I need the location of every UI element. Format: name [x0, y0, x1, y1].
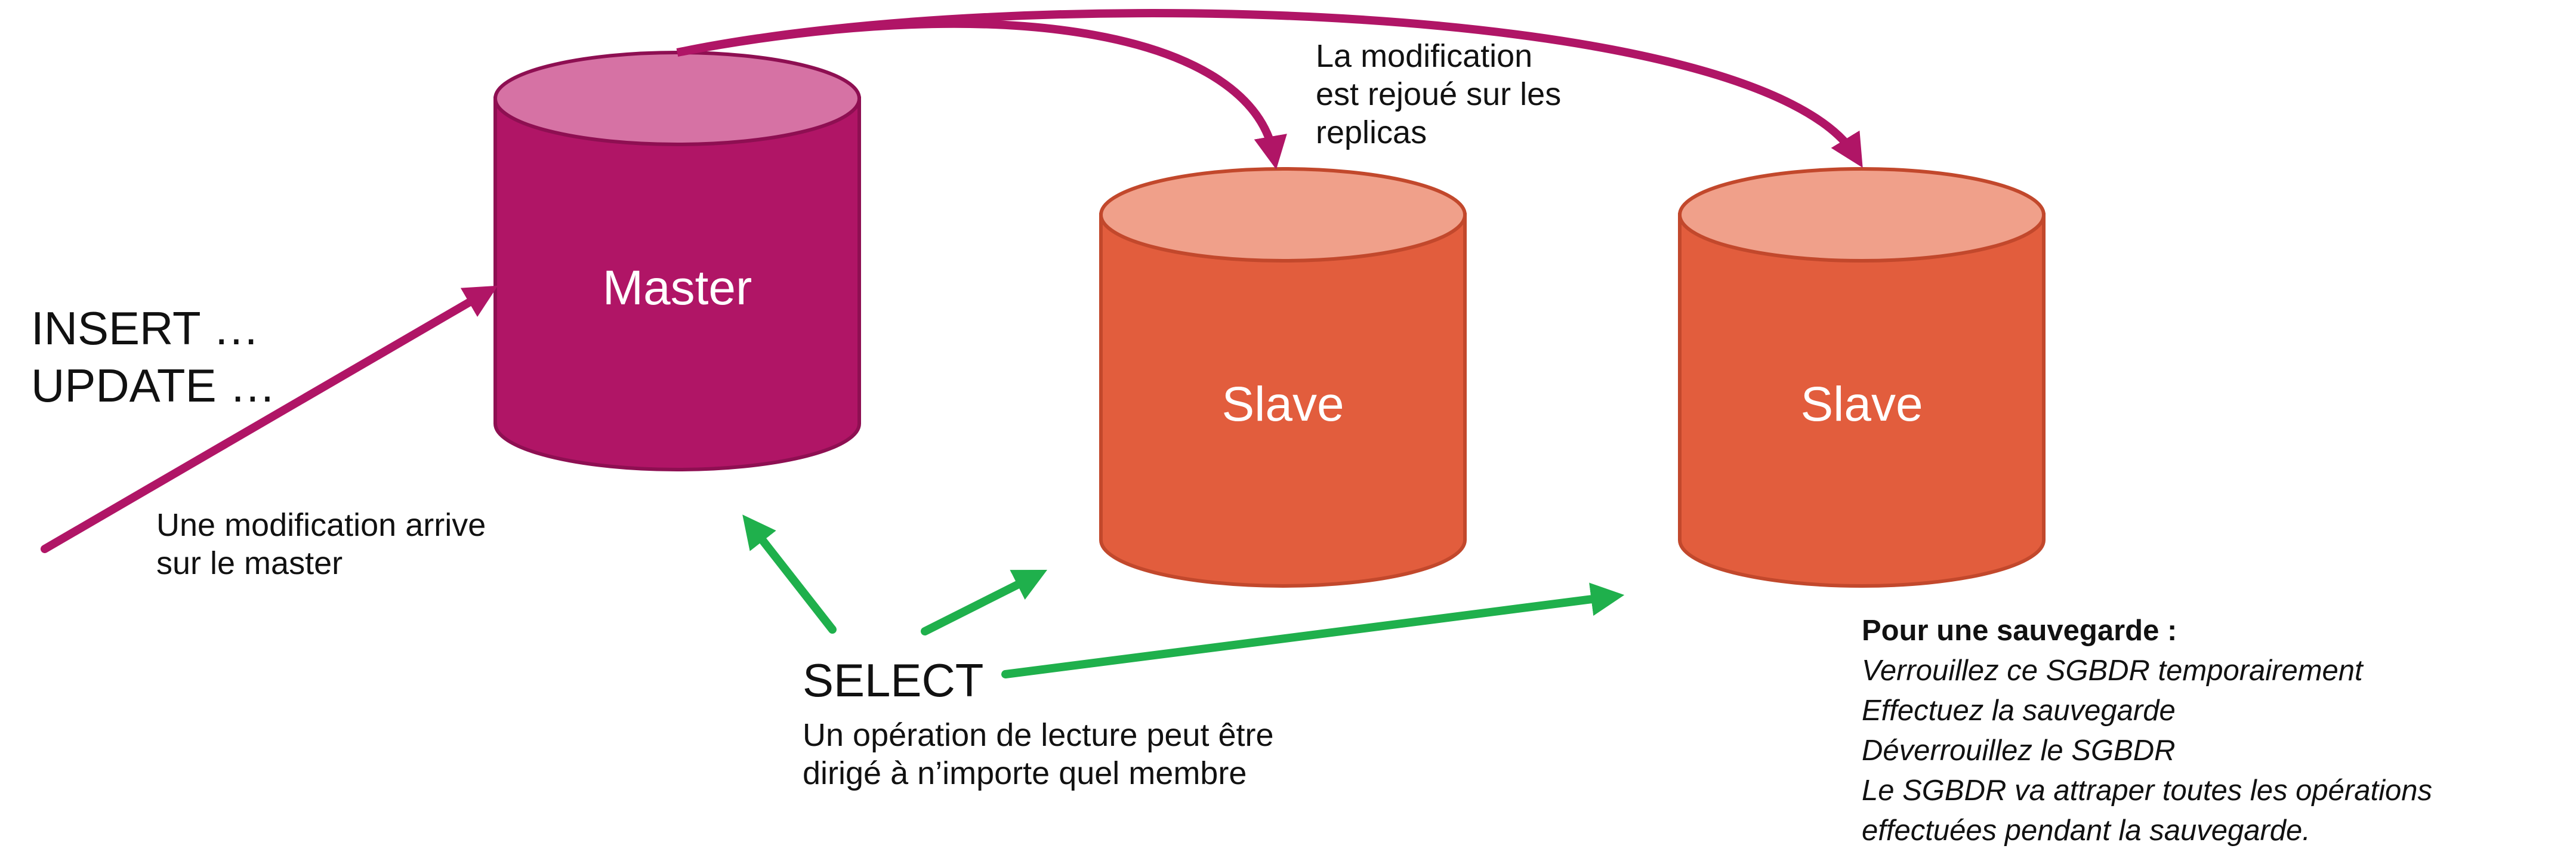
- backup-step: effectuées pendant la sauvegarde.: [1862, 814, 2310, 847]
- backup-title: Pour une sauvegarde :: [1862, 615, 2177, 647]
- slave-1-body: [1099, 213, 1467, 588]
- master-database: Master: [493, 51, 861, 471]
- slave-1-top: [1099, 167, 1467, 263]
- backup-step: Verrouillez ce SGBDR temporairement: [1862, 655, 2363, 687]
- read-command: SELECT: [803, 654, 984, 706]
- read-arrow-slave-2: [1001, 582, 1625, 678]
- slave-database-1: Slave: [1099, 167, 1467, 588]
- backup-step: Effectuez la sauvegarde: [1862, 695, 2176, 727]
- write-arrow: [41, 285, 498, 553]
- slave-database-2: Slave: [1678, 167, 2046, 588]
- slave-2-body: [1678, 213, 2046, 588]
- replication-caption: La modification est rejoué sur les repli…: [1316, 38, 1562, 150]
- backup-step: Déverrouillez le SGBDR: [1862, 735, 2176, 767]
- slave-1-label: Slave: [1221, 377, 1344, 431]
- read-arrow-master: [742, 514, 837, 634]
- read-arrow-slave-1: [921, 569, 1048, 635]
- master-top: [493, 51, 861, 146]
- backup-note: Pour une sauvegarde : Verrouillez ce SGB…: [1862, 611, 2432, 851]
- write-commands: INSERT … UPDATE …: [31, 300, 276, 414]
- slave-2-top: [1678, 167, 2046, 263]
- slave-2-label: Slave: [1800, 377, 1923, 431]
- master-label: Master: [603, 261, 752, 315]
- replication-arrow-slave-2: [676, 9, 1863, 168]
- write-command-insert: INSERT …: [31, 302, 260, 354]
- read-caption: Un opération de lecture peut être dirigé…: [803, 717, 1274, 791]
- master-body: [493, 97, 861, 471]
- write-command-update: UPDATE …: [31, 359, 276, 412]
- backup-step: Le SGBDR va attraper toutes les opératio…: [1862, 774, 2433, 807]
- write-caption: Une modification arrive sur le master: [156, 507, 486, 581]
